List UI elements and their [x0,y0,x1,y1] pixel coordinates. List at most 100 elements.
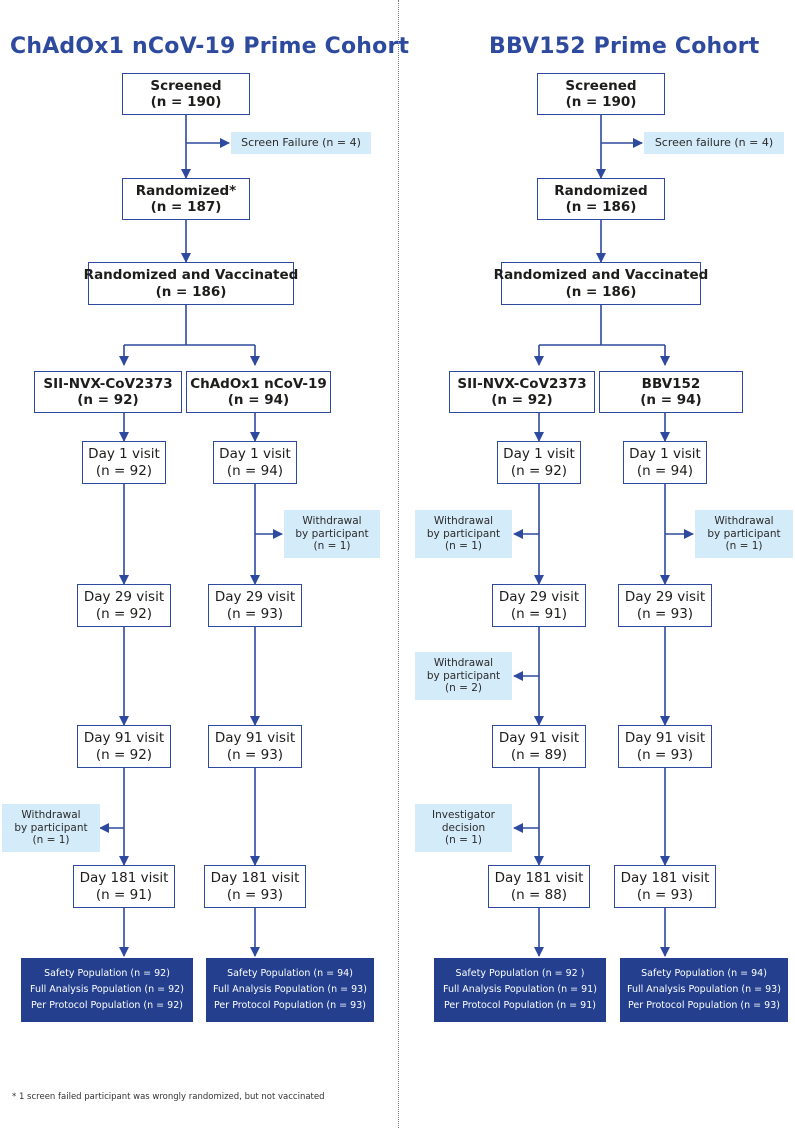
visit-label: Day 181 visit [210,870,300,887]
safety-population: Safety Population (n = 94) [227,968,353,980]
visit-n: (n = 93) [226,746,284,763]
right-randomized-box: Randomized (n = 186) [537,178,665,220]
visit-label: Day 29 visit [214,589,296,606]
visit-n: (n = 93) [226,605,284,622]
right-arm1-n: (n = 92) [491,392,553,408]
left-arm1-n: (n = 92) [77,392,139,408]
right-arm1-investigator-note: Investigator decision (n = 1) [415,804,512,852]
right-randomized-vaccinated-label: Randomized and Vaccinated [493,267,709,284]
right-arm2-day181-box: Day 181 visit (n = 93) [614,865,716,908]
full-analysis-population: Full Analysis Population (n = 93) [627,984,781,996]
visit-label: Day 1 visit [629,446,701,463]
full-analysis-population: Full Analysis Population (n = 92) [30,984,184,996]
per-protocol-population: Per Protocol Population (n = 93) [214,999,366,1011]
right-cohort-title: BBV152 Prime Cohort [489,34,760,59]
note-line: by participant [426,527,501,540]
right-arm2-day91-box: Day 91 visit (n = 93) [618,725,712,768]
left-arm2-box: ChAdOx1 nCoV-19 (n = 94) [186,371,331,413]
note-line: Investigator [432,809,495,822]
right-arm2-withdrawal-note: Withdrawal by participant (n = 1) [695,510,793,558]
visit-n: (n = 93) [226,886,284,903]
visit-label: Day 91 visit [498,730,580,747]
left-arm1-day1-box: Day 1 visit (n = 92) [82,441,166,484]
note-line: by participant [14,821,88,834]
visit-label: Day 181 visit [494,870,584,887]
note-line: (n = 1) [444,834,482,847]
right-randomized-vaccinated-box: Randomized and Vaccinated (n = 186) [494,262,708,305]
note-line: (n = 2) [444,682,482,695]
note-line: (n = 1) [313,540,351,553]
per-protocol-population: Per Protocol Population (n = 91) [444,999,596,1011]
visit-n: (n = 93) [636,886,694,903]
left-arm1-day29-box: Day 29 visit (n = 92) [77,584,171,627]
left-arm1-withdrawal-note: Withdrawal by participant (n = 1) [2,804,100,852]
visit-n: (n = 88) [510,886,568,903]
right-arm1-withdrawal-note-1: Withdrawal by participant (n = 1) [415,510,512,558]
left-arm2-n: (n = 94) [227,392,290,408]
safety-population: Safety Population (n = 94) [641,968,767,980]
left-arm1-populations-box: Safety Population (n = 92) Full Analysis… [21,958,193,1022]
right-arm1-box: SII-NVX-CoV2373 (n = 92) [449,371,595,413]
visit-label: Day 1 visit [503,446,575,463]
safety-population: Safety Population (n = 92) [44,968,170,980]
left-randomized-n: (n = 187) [150,199,222,215]
left-randomized-vaccinated-n: (n = 186) [155,283,227,300]
left-arm2-day91-box: Day 91 visit (n = 93) [208,725,302,768]
visit-n: (n = 92) [95,462,153,479]
note-line: decision [441,821,486,834]
left-arm2-day29-box: Day 29 visit (n = 93) [208,584,302,627]
left-screen-failure-note: Screen Failure (n = 4) [231,132,371,154]
visit-n: (n = 89) [510,746,568,763]
left-arm1-label: SII-NVX-CoV2373 [43,375,173,392]
full-analysis-population: Full Analysis Population (n = 93) [213,984,367,996]
right-screen-failure-note: Screen failure (n = 4) [644,132,784,154]
left-arm1-day91-box: Day 91 visit (n = 92) [77,725,171,768]
left-randomized-label: Randomized* [135,182,237,199]
visit-label: Day 181 visit [79,870,169,887]
visit-label: Day 29 visit [498,589,580,606]
right-arm2-n: (n = 94) [640,392,702,408]
visit-label: Day 29 visit [624,589,706,606]
right-arm2-day1-box: Day 1 visit (n = 94) [623,441,707,484]
left-arm2-populations-box: Safety Population (n = 94) Full Analysis… [206,958,374,1022]
footnote: * 1 screen failed participant was wrongl… [12,1092,325,1102]
note-line: Withdrawal [302,515,362,528]
note-line: Withdrawal [21,809,81,822]
visit-label: Day 1 visit [88,446,160,463]
right-screened-label: Screened [565,77,637,94]
visit-n: (n = 91) [95,886,153,903]
left-arm2-day1-box: Day 1 visit (n = 94) [213,441,297,484]
note-line: (n = 1) [32,834,70,847]
left-screened-box: Screened (n = 190) [122,73,250,115]
full-analysis-population: Full Analysis Population (n = 91) [443,984,597,996]
note-line: (n = 1) [444,540,482,553]
visit-n: (n = 92) [510,462,568,479]
right-screen-failure-text: Screen failure (n = 4) [654,136,774,150]
right-randomized-label: Randomized [554,182,648,199]
left-cohort-title: ChAdOx1 nCoV-19 Prime Cohort [10,34,410,59]
note-line: (n = 1) [725,540,763,553]
note-line: Withdrawal [433,657,494,670]
right-randomized-n: (n = 186) [565,199,637,215]
visit-n: (n = 94) [226,462,284,479]
right-arm2-label: BBV152 [641,375,701,392]
visit-n: (n = 92) [95,605,153,622]
right-arm2-populations-box: Safety Population (n = 94) Full Analysis… [620,958,788,1022]
right-arm1-populations-box: Safety Population (n = 92 ) Full Analysi… [434,958,606,1022]
right-arm1-day1-box: Day 1 visit (n = 92) [497,441,581,484]
visit-n: (n = 92) [95,746,153,763]
note-line: by participant [295,527,369,540]
visit-label: Day 181 visit [620,870,710,887]
left-screened-label: Screened [150,77,222,94]
left-arm2-label: ChAdOx1 nCoV-19 [190,375,327,392]
note-line: by participant [426,669,501,682]
visit-n: (n = 91) [510,605,568,622]
right-arm1-day91-box: Day 91 visit (n = 89) [492,725,586,768]
safety-population: Safety Population (n = 92 ) [455,968,585,980]
visit-n: (n = 93) [636,746,694,763]
left-randomized-vaccinated-box: Randomized and Vaccinated (n = 186) [84,262,298,305]
left-arm1-box: SII-NVX-CoV2373 (n = 92) [34,371,182,413]
right-arm1-label: SII-NVX-CoV2373 [457,375,587,392]
